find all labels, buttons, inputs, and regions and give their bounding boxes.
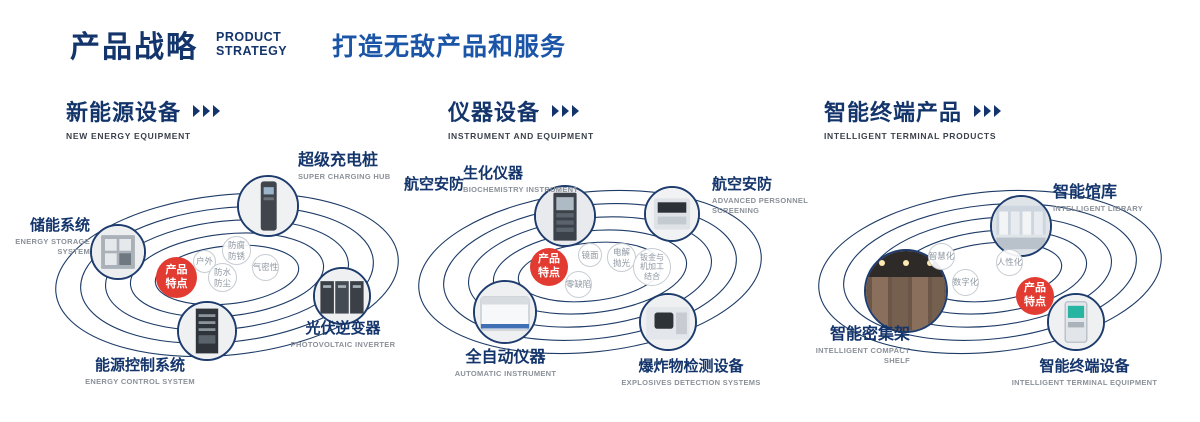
- biochemistry-image: [536, 187, 594, 245]
- super-charger-image: [239, 177, 297, 235]
- pv-inverter-image: [315, 269, 369, 323]
- super-charger-label: 超级充电桩 SUPER CHARGING HUB: [298, 152, 391, 182]
- energy-control-label: 能源控制系统 ENERGY CONTROL SYSTEM: [85, 357, 195, 386]
- terminal-equipment-label: 智能终端设备 INTELLIGENT TERMINAL EQUIPMENT: [1011, 358, 1158, 387]
- automatic-instrument-node: [473, 280, 537, 344]
- feature-tag: 电解抛光: [607, 243, 636, 272]
- automatic-instrument-image: [475, 282, 535, 342]
- section-title-en: INSTRUMENT AND EQUIPMENT: [448, 131, 594, 141]
- biochemistry-node: [534, 185, 596, 247]
- section-heading-instruments: 仪器设备 INSTRUMENT AND EQUIPMENT: [448, 95, 594, 141]
- feature-tag: 智慧化: [928, 243, 955, 270]
- orbit-rings: [818, 189, 1162, 355]
- terminal-equipment-node: [1047, 293, 1105, 351]
- product-features-badge: 产品特点: [530, 248, 568, 286]
- feature-tag: 防腐防锈: [222, 236, 251, 265]
- triple-arrow-icon: [193, 105, 221, 117]
- page-subtitle: 打造无敌产品和服务: [332, 33, 567, 61]
- energy-storage-label: 储能系统 ENERGY STORAGE SYSTEM: [15, 217, 90, 256]
- page-title-en: PRODUCT STRATEGY: [216, 30, 288, 59]
- section-title: 智能终端产品: [824, 100, 963, 125]
- energy-storage-image: [92, 226, 144, 278]
- explosives-detection-label: 爆炸物检测设备 EXPLOSIVES DETECTION SYSTEMS: [621, 358, 761, 387]
- section-title: 仪器设备: [448, 100, 541, 125]
- compact-shelf-node: [864, 249, 948, 333]
- feature-tag: 镜面: [578, 243, 602, 267]
- aviation-security-extra-label: 航空安防: [404, 176, 465, 193]
- intelligent-library-node: [990, 195, 1052, 257]
- explosives-detection-image: [641, 295, 695, 349]
- section-title-en: NEW ENERGY EQUIPMENT: [66, 131, 191, 141]
- feature-tag: 人性化: [996, 249, 1023, 276]
- feature-tag: 气密性: [252, 254, 279, 281]
- intelligent-library-image: [992, 197, 1050, 255]
- energy-storage-node: [90, 224, 146, 280]
- feature-tag: 钣金与机加工结合: [633, 248, 671, 286]
- personnel-screening-node: [644, 186, 700, 242]
- biochemistry-label: 生化仪器 BIOCHEMISTRY INSTRUMENT: [463, 165, 579, 194]
- personnel-screening-image: [646, 188, 698, 240]
- pv-inverter-label: 光伏逆变器 PHOTOVOLTAIC INVERTER: [290, 320, 396, 349]
- section-title: 新能源设备: [66, 100, 182, 125]
- energy-control-image: [179, 303, 235, 359]
- intelligent-library-label: 智能馆库 INTELLIGENT LIBRARY: [1053, 184, 1144, 214]
- feature-tag: 防水防尘: [208, 263, 237, 292]
- product-features-badge: 产品特点: [1016, 277, 1054, 315]
- feature-tag: 数字化: [952, 269, 979, 296]
- terminal-equipment-image: [1049, 295, 1103, 349]
- pv-inverter-node: [313, 267, 371, 325]
- section-title-en: INTELLIGENT TERMINAL PRODUCTS: [824, 131, 997, 141]
- automatic-instrument-label: 全自动仪器 AUTOMATIC INSTRUMENT: [454, 349, 557, 379]
- page-title: 产品战略: [70, 31, 198, 64]
- product-features-badge: 产品特点: [156, 257, 197, 298]
- section-heading-new-energy: 新能源设备 NEW ENERGY EQUIPMENT: [66, 95, 223, 141]
- section-heading-intelligent-terminals: 智能终端产品 INTELLIGENT TERMINAL PRODUCTS: [824, 95, 1004, 141]
- feature-tag: 户外: [193, 250, 216, 273]
- compact-shelf-label: 智能密集架 INTELLIGENT COMPACT SHELF: [815, 326, 910, 365]
- triple-arrow-icon: [552, 105, 580, 117]
- personnel-screening-label: 航空安防 ADVANCED PERSONNEL SCREENING: [712, 176, 808, 215]
- feature-tag: 零缺陷: [565, 271, 592, 298]
- triple-arrow-icon: [974, 105, 1002, 117]
- energy-control-node: [177, 301, 237, 361]
- explosives-detection-node: [639, 293, 697, 351]
- super-charger-node: [237, 175, 299, 237]
